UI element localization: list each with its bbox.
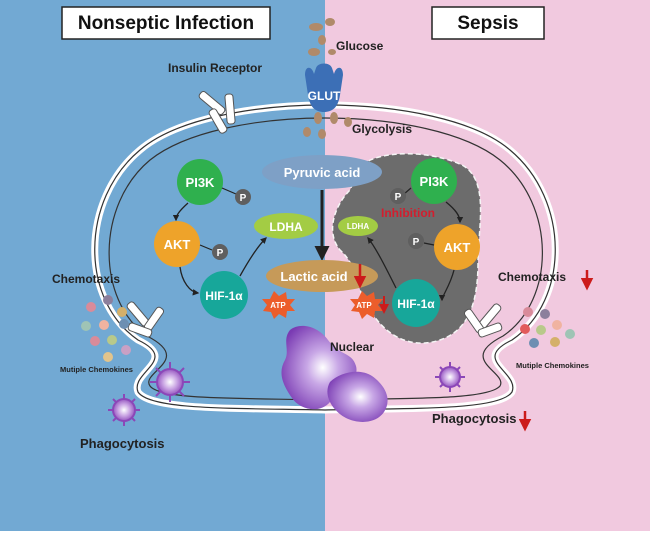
pi3k-label-left: PI3K xyxy=(186,175,216,190)
phagocytosis-label-right: Phagocytosis xyxy=(432,411,517,426)
hif-to-ldha-arrow-right xyxy=(367,236,397,289)
chemokine-receptor-left xyxy=(126,301,165,338)
chemokines-left xyxy=(81,295,131,362)
akt-to-hif-arrow-left xyxy=(179,266,200,296)
pi3k-node-right xyxy=(411,158,457,204)
chemokines-label-right: Mutiple Chemokines xyxy=(516,361,589,370)
left-pathway: PI3K AKT HIF-1α P P xyxy=(154,159,267,319)
atp-burst-right: ATP xyxy=(350,291,389,319)
glucose-label: Glucose xyxy=(336,39,384,53)
phospho-label-1: P xyxy=(240,193,247,204)
phospho-badge-akt-left xyxy=(212,244,228,260)
right-panel-title: Sepsis xyxy=(457,13,518,34)
lactic-acid-label: Lactic acid xyxy=(280,269,347,284)
insulin-receptor-icon xyxy=(198,91,236,134)
pi3k-to-akt-arrow-right xyxy=(445,201,464,224)
akt-label-left: AKT xyxy=(164,237,191,252)
left-title-box: Nonseptic Infection xyxy=(61,6,271,40)
ldha-label-left: LDHA xyxy=(269,220,303,234)
atp-label-left: ATP xyxy=(270,301,286,310)
akt-node-right xyxy=(434,224,480,270)
nuclear-label: Nuclear xyxy=(330,340,374,354)
phospho-label-3: P xyxy=(395,192,402,203)
glut-label: GLUT xyxy=(308,89,341,103)
right-title-box: Sepsis xyxy=(431,6,545,40)
inhibition-label: Inhibition xyxy=(381,206,435,220)
phospho-label-4: P xyxy=(413,237,420,248)
pi3k-label-right: PI3K xyxy=(420,174,450,189)
atp-label-right: ATP xyxy=(356,301,372,310)
akt-to-hif-arrow-right xyxy=(438,269,455,302)
chemokines-label-left: Mutiple Chemokines xyxy=(60,365,133,374)
chemotaxis-label-right: Chemotaxis xyxy=(498,270,566,284)
insulin-receptor-label: Insulin Receptor xyxy=(168,61,262,75)
chemotaxis-label-left: Chemotaxis xyxy=(52,272,120,286)
atp-burst-left: ATP xyxy=(262,291,295,319)
virus-icon-left-large xyxy=(150,362,190,402)
hif1a-label-left: HIF-1α xyxy=(205,289,243,303)
glycolysis-label: Glycolysis xyxy=(352,122,412,136)
lactic-acid-node: Lactic acid xyxy=(266,260,378,292)
pi3k-node-left xyxy=(177,159,223,205)
hif1a-node-right xyxy=(392,279,440,327)
ldha-label-right: LDHA xyxy=(347,222,369,231)
glut-transporter: GLUT xyxy=(305,63,343,112)
cell-membrane-inner xyxy=(108,117,543,401)
akt-label-right: AKT xyxy=(444,240,471,255)
right-pathway: PI3K AKT HIF-1α P P Inhibition xyxy=(367,158,480,327)
ldha-node-left: LDHA xyxy=(254,213,318,239)
hif-to-ldha-arrow-left xyxy=(239,237,267,277)
phospho-badge-pi3k-left xyxy=(235,189,251,205)
virus-icon-left-small xyxy=(108,394,140,426)
hif1a-node-left xyxy=(200,271,248,319)
phospho-badge-akt-right xyxy=(408,233,424,249)
chemokine-receptor-right xyxy=(463,303,503,338)
pi3k-to-akt-arrow-left xyxy=(172,202,189,222)
pyruvic-acid-node: Pyruvic acid xyxy=(262,155,382,189)
pyruvic-acid-label: Pyruvic acid xyxy=(284,165,361,180)
cell-membrane-line xyxy=(94,104,556,411)
ldha-node-right: LDHA xyxy=(338,216,378,236)
chemokines-right xyxy=(520,307,575,348)
hif1a-label-right: HIF-1α xyxy=(397,297,435,311)
glucose-particles xyxy=(303,18,352,139)
virus-icon-right xyxy=(435,362,465,392)
phospho-badge-pi3k-right xyxy=(390,188,406,204)
akt-node-left xyxy=(154,221,200,267)
phospho-label-2: P xyxy=(217,248,224,259)
left-panel-title: Nonseptic Infection xyxy=(78,13,254,34)
nucleus-shape xyxy=(281,325,388,422)
phagocytosis-label-left: Phagocytosis xyxy=(80,436,165,451)
left-panel-background xyxy=(0,0,325,531)
